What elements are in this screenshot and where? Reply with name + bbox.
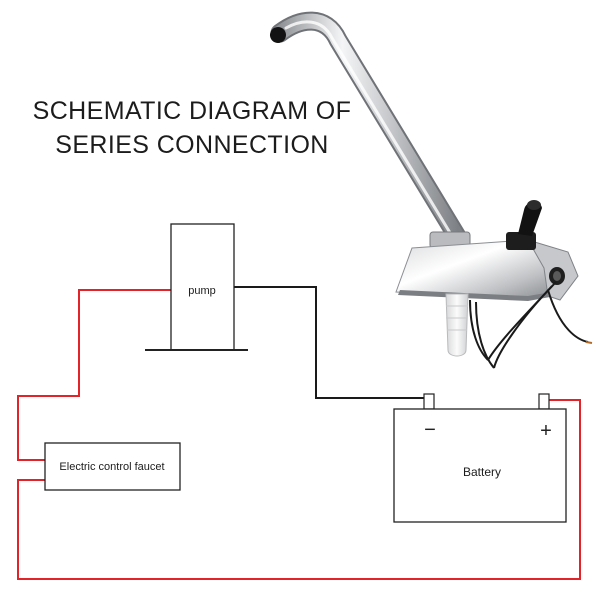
battery-component: − + Battery xyxy=(393,393,567,523)
faucet-with-toggle-switch-icon xyxy=(270,11,593,369)
negative-terminal-symbol: − xyxy=(424,419,436,441)
pump-label: pump xyxy=(188,285,216,297)
negative-terminal-post xyxy=(423,393,435,410)
pump-component: pump xyxy=(145,223,248,351)
positive-terminal-symbol: + xyxy=(540,420,552,442)
positive-terminal-post xyxy=(538,393,550,410)
negative-wire xyxy=(234,286,429,408)
diagram-title-line-1: SCHEMATIC DIAGRAM OF xyxy=(32,97,352,125)
battery-label: Battery xyxy=(463,465,501,479)
faucet-label: Electric control faucet xyxy=(59,461,164,473)
faucet-box-component: Electric control faucet xyxy=(44,442,181,491)
diagram-title-line-2: SERIES CONNECTION xyxy=(55,131,329,159)
